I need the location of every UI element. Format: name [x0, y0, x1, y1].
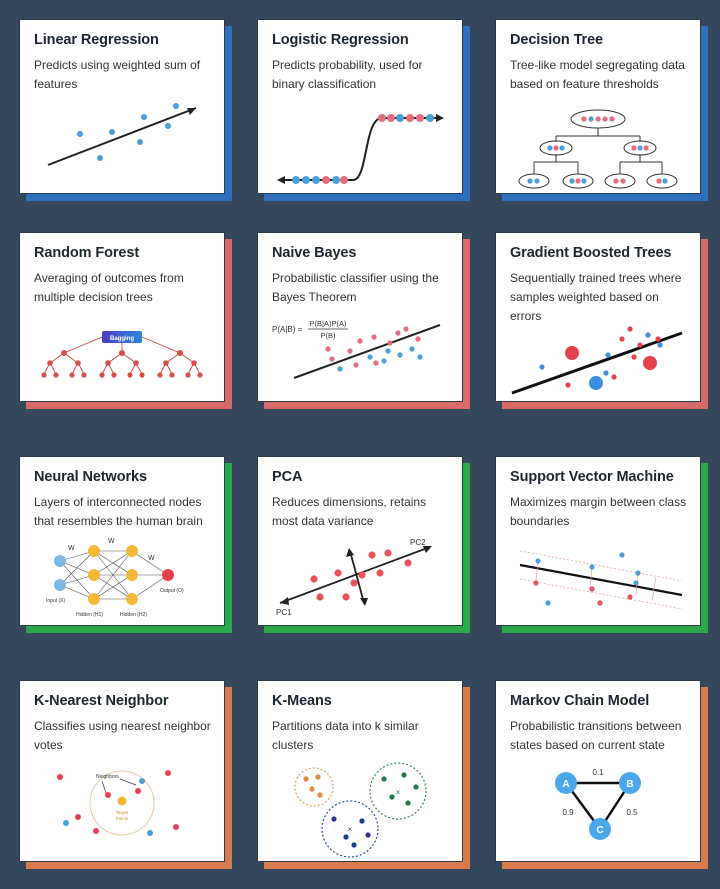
centroid-marker: × — [396, 788, 401, 797]
card-title: PCA — [272, 469, 303, 485]
card-title: Markov Chain Model — [510, 693, 650, 709]
card-description: Probabilistic classifier using the Bayes… — [272, 271, 439, 304]
linear-regression-illustration — [47, 103, 197, 166]
card-kmeans: K-Means Partitions data into k similar c… — [257, 680, 470, 869]
card-description: Averaging of outcomes from multiple deci… — [34, 271, 184, 304]
card-title: Support Vector Machine — [510, 469, 674, 485]
formula-numerator: P(B|A)P(A) — [310, 319, 347, 328]
svm-illustration — [519, 550, 683, 610]
state-c-label: C — [596, 825, 603, 836]
knn-illustration: Neighbors Target Points — [57, 770, 179, 836]
card-face: Neural Networks Layers of interconnected… — [19, 456, 225, 626]
centroid-marker: × — [348, 825, 353, 834]
pc1-label: PC1 — [276, 608, 292, 617]
neighbor-radius — [89, 770, 155, 836]
card-logistic-regression: Logistic Regression Predicts probability… — [257, 19, 470, 201]
neighbors-label: Neighbors — [96, 774, 119, 780]
formula-lhs: P(A|B) = — [272, 325, 303, 334]
target-label: Target — [116, 810, 129, 815]
input-node — [54, 579, 66, 591]
card-description: Predicts probability, used for binary cl… — [272, 58, 423, 91]
cluster-ring — [369, 762, 427, 820]
weight-label: W — [68, 545, 75, 552]
state-a-label: A — [562, 779, 569, 790]
card-knn: K-Nearest Neighbor Classifies using near… — [19, 680, 232, 869]
card-description: Predicts using weighted sum of features — [34, 58, 201, 91]
card-title: Linear Regression — [34, 32, 159, 48]
card-title: K-Nearest Neighbor — [34, 693, 169, 709]
card-random-forest: Random Forest Averaging of outcomes from… — [19, 232, 232, 409]
bagging-box — [102, 331, 142, 343]
output-label: Output (O) — [160, 588, 184, 594]
card-description: Classifies using nearest neighbor votes — [34, 719, 211, 752]
card-face: Gradient Boosted Trees Sequentially trai… — [495, 232, 701, 402]
input-label: Input (X) — [46, 598, 66, 604]
markov-illustration: A B C 0.1 0.9 0.5 — [555, 768, 641, 840]
card-face: PCA Reduces dimensions, retains most dat… — [257, 456, 463, 626]
card-face: K-Means Partitions data into k similar c… — [257, 680, 463, 862]
bagging-label: Bagging — [110, 336, 134, 342]
hidden1-label: Hidden (H1) — [76, 612, 103, 618]
card-markov-chain: Markov Chain Model Probabilistic transit… — [495, 680, 708, 869]
card-description: Sequentially trained trees where samples… — [510, 271, 682, 323]
naive-bayes-illustration: P(A|B) = P(B|A)P(A) P(B) — [272, 319, 441, 379]
formula-denominator: P(B) — [321, 331, 337, 340]
card-title: Gradient Boosted Trees — [510, 245, 672, 261]
prob-ac: 0.9 — [562, 808, 574, 817]
pca-illustration: PC2 PC1 — [276, 538, 432, 617]
card-title: Decision Tree — [510, 32, 603, 48]
decision-tree-illustration — [518, 109, 678, 189]
card-title: Logistic Regression — [272, 32, 409, 48]
state-b-label: B — [626, 779, 633, 790]
card-title: Random Forest — [34, 245, 140, 261]
target-label-2: Points — [116, 816, 129, 821]
state-node-c — [589, 818, 611, 840]
card-face: Decision Tree Tree-like model segregatin… — [495, 19, 701, 194]
card-description: Tree-like model segregating data based o… — [510, 58, 685, 91]
card-title: Naive Bayes — [272, 245, 357, 261]
card-description: Partitions data into k similar clusters — [272, 719, 419, 752]
state-node-b — [619, 772, 641, 794]
gradient-boosted-illustration — [511, 326, 683, 395]
weight-label: W — [148, 555, 155, 562]
hidden2-label: Hidden (H2) — [120, 612, 147, 618]
card-title: Neural Networks — [34, 469, 147, 485]
card-face: Markov Chain Model Probabilistic transit… — [495, 680, 701, 862]
arrow-head — [187, 108, 196, 115]
card-description: Probabilistic transitions between states… — [510, 719, 682, 752]
logistic-regression-illustration — [277, 114, 444, 184]
input-node — [54, 555, 66, 567]
card-title: K-Means — [272, 693, 332, 709]
card-face: Linear Regression Predicts using weighte… — [19, 19, 225, 194]
card-description: Maximizes margin between class boundarie… — [510, 495, 687, 528]
state-node-a — [555, 772, 577, 794]
cluster-ring — [321, 800, 379, 858]
card-face: Random Forest Averaging of outcomes from… — [19, 232, 225, 402]
weight-label: W — [108, 538, 115, 545]
prob-ab: 0.1 — [592, 768, 604, 777]
card-face: Support Vector Machine Maximizes margin … — [495, 456, 701, 626]
card-naive-bayes: Naive Bayes Probabilistic classifier usi… — [257, 232, 470, 409]
card-gradient-boosted-trees: Gradient Boosted Trees Sequentially trai… — [495, 232, 708, 409]
card-svm: Support Vector Machine Maximizes margin … — [495, 456, 708, 633]
card-face: K-Nearest Neighbor Classifies using near… — [19, 680, 225, 862]
card-face: Naive Bayes Probabilistic classifier usi… — [257, 232, 463, 402]
pc2-label: PC2 — [410, 538, 426, 547]
card-face: Logistic Regression Predicts probability… — [257, 19, 463, 194]
card-decision-tree: Decision Tree Tree-like model segregatin… — [495, 19, 708, 201]
output-node — [162, 569, 174, 581]
prob-bc: 0.5 — [626, 808, 638, 817]
card-description: Layers of interconnected nodes that rese… — [34, 495, 203, 528]
target-point — [117, 796, 127, 806]
kmeans-illustration: × × — [294, 762, 427, 858]
neural-network-illustration: W W W Input (X) Hidden (H1) Hidden (H2) … — [46, 538, 184, 618]
card-pca: PCA Reduces dimensions, retains most dat… — [257, 456, 470, 633]
random-forest-illustration: Bagging — [41, 331, 203, 378]
card-neural-networks: Neural Networks Layers of interconnected… — [19, 456, 232, 633]
card-description: Reduces dimensions, retains most data va… — [272, 495, 427, 528]
card-linear-regression: Linear Regression Predicts using weighte… — [19, 19, 232, 201]
cluster-ring — [294, 767, 334, 807]
